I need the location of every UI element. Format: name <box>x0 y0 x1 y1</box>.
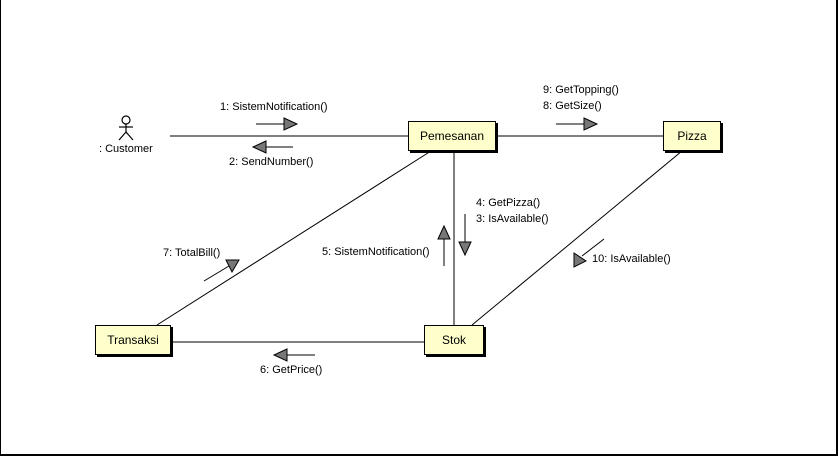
link-pizza-stok <box>471 150 683 326</box>
message-label-9: 9: GetTopping() <box>543 84 619 96</box>
object-stok[interactable]: Stok <box>424 325 484 355</box>
message-label-5: 5: SistemNotification() <box>322 246 430 258</box>
message-label-4: 4: GetPizza() <box>476 197 541 209</box>
arrow-m8-m9 <box>556 117 599 131</box>
customer-actor-label: : Customer <box>99 143 153 155</box>
arrow-m1 <box>256 117 299 131</box>
arrow-m3-m4 <box>458 214 472 257</box>
message-label-7: 7: TotalBill() <box>163 247 221 259</box>
arrow-m10 <box>573 238 605 268</box>
message-label-10: 10: IsAvailable() <box>592 253 671 265</box>
link-pemesanan-transaksi <box>156 150 432 326</box>
message-label-1: 1: SistemNotification() <box>220 101 328 113</box>
message-label-6: 6: GetPrice() <box>260 364 323 376</box>
object-transaksi[interactable]: Transaksi <box>95 325 171 355</box>
customer-actor-icon <box>118 115 134 141</box>
arrow-m5 <box>437 224 451 266</box>
object-pizza[interactable]: Pizza <box>663 121 721 151</box>
object-pemesanan[interactable]: Pemesanan <box>408 121 496 151</box>
message-label-2: 2: SendNumber() <box>229 156 314 168</box>
message-label-8: 8: GetSize() <box>543 100 602 112</box>
arrow-m6 <box>272 348 315 362</box>
arrow-m2 <box>251 140 293 154</box>
message-label-3: 3: IsAvailable() <box>476 213 549 225</box>
arrow-m7 <box>203 259 240 282</box>
